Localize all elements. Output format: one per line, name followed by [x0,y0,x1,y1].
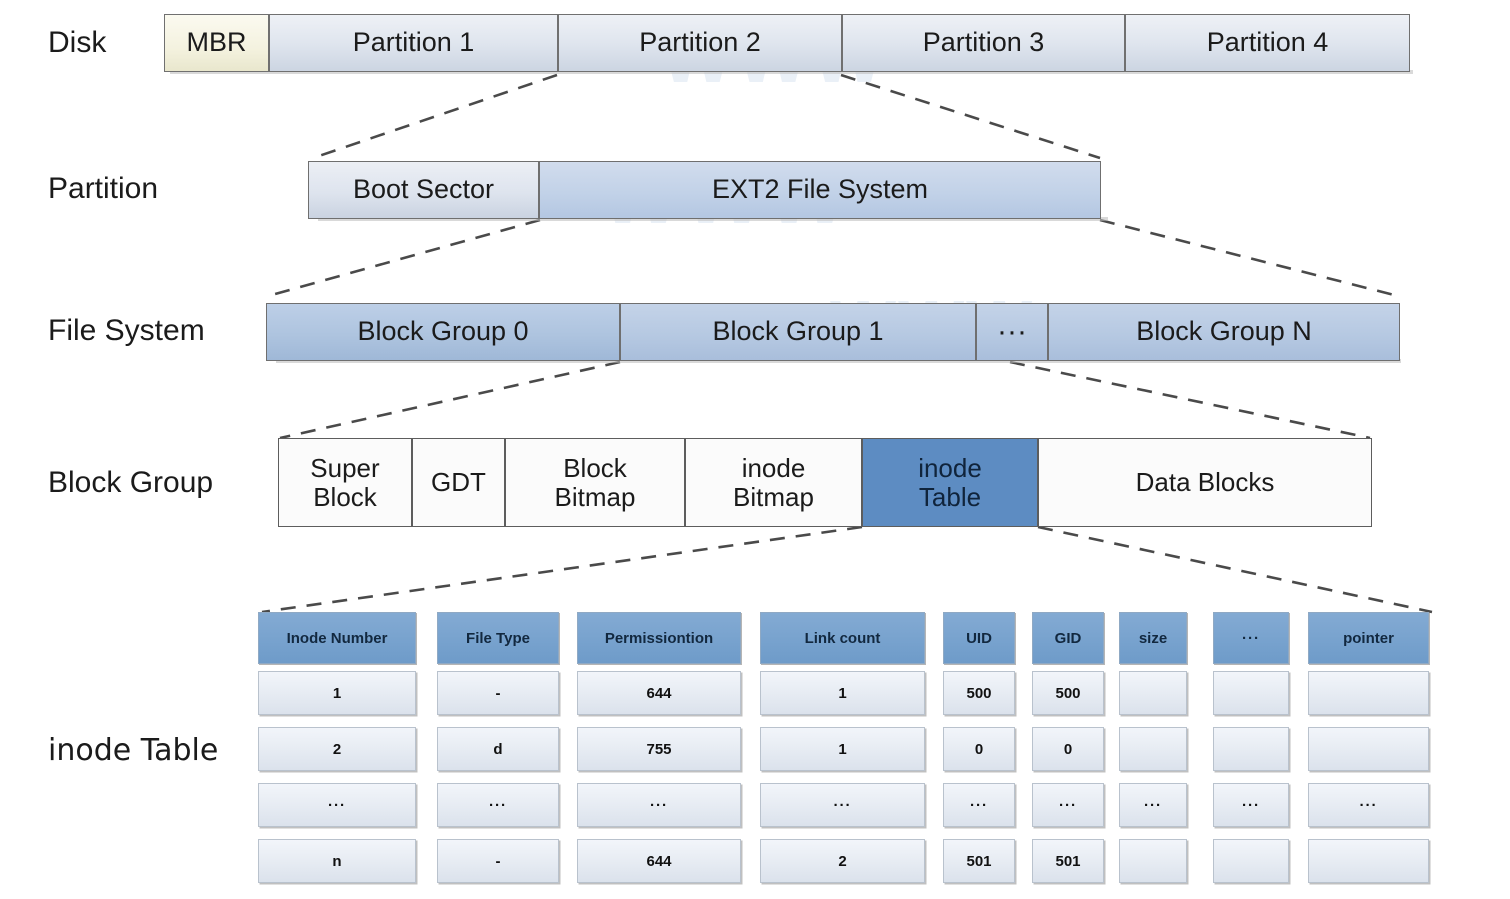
filesystem-cell-block-group-0[interactable]: Block Group 0 [266,303,620,361]
blockgroup-cell-inode-bitmap[interactable]: inode Bitmap [685,438,862,527]
cell-line-2: Bitmap [554,481,636,512]
inode-table-cell[interactable]: ··· [1119,783,1187,827]
inode-table-cell[interactable] [1119,671,1187,715]
inode-table-cell[interactable] [1308,839,1429,883]
inode-table-cell[interactable]: ··· [1213,783,1289,827]
disk-cell-partition-3[interactable]: Partition 3 [842,14,1125,72]
inode-table-cell[interactable]: - [437,671,559,715]
inode-table-cell[interactable]: ··· [1308,783,1429,827]
blockgroup-cell-inode-table[interactable]: inode Table [862,438,1038,527]
cell-line-1: GDT [431,467,486,498]
inode-table-header-uid[interactable]: UID [943,612,1015,664]
inode-table-cell[interactable]: ··· [258,783,416,827]
cell-line-1: Block [563,453,627,484]
inode-table-cell[interactable]: 755 [577,727,741,771]
inode-table-cell[interactable] [1308,671,1429,715]
inode-table-cell[interactable]: ··· [577,783,741,827]
inode-table-cell[interactable] [1213,839,1289,883]
row-label-partition: Partition [48,172,159,205]
inode-table-cell[interactable]: 0 [943,727,1015,771]
inode-table-cell[interactable]: 644 [577,839,741,883]
inode-table-cell[interactable]: 2 [258,727,416,771]
inode-table-cell[interactable]: 644 [577,671,741,715]
inode-table-cell[interactable] [1119,839,1187,883]
cell-line-1: Data Blocks [1135,467,1275,498]
row-label-file-system: File System [48,314,205,347]
inode-table-cell[interactable]: 2 [760,839,925,883]
disk-cell-partition-1[interactable]: Partition 1 [269,14,558,72]
filesystem-cell-block-group-n[interactable]: Block Group N [1048,303,1400,361]
cell-line-1: Super [310,453,380,484]
cell-line-1: inode [741,453,806,484]
disk-cell-mbr[interactable]: MBR [164,14,269,72]
inode-table-header-size[interactable]: size [1119,612,1187,664]
partition-cell-ext2-file-system[interactable]: EXT2 File System [539,161,1101,219]
filesystem-cell-block-group-1[interactable]: Block Group 1 [620,303,976,361]
inode-table-cell[interactable]: d [437,727,559,771]
cell-line-2: Table [918,481,982,512]
inode-table-cell[interactable]: ··· [437,783,559,827]
inode-table-cell[interactable]: - [437,839,559,883]
inode-table-cell[interactable]: ··· [760,783,925,827]
inode-table-cell[interactable]: n [258,839,416,883]
inode-table-cell[interactable]: 1 [760,671,925,715]
inode-table-cell[interactable]: ··· [1032,783,1104,827]
inode-table-cell[interactable] [1213,671,1289,715]
inode-table-header-gid[interactable]: GID [1032,612,1104,664]
blockgroup-cell-block-bitmap[interactable]: Block Bitmap [505,438,685,527]
filesystem-cell-ellipsis: ··· [976,303,1048,361]
row-label-disk: Disk [48,26,107,59]
inode-table-cell[interactable] [1119,727,1187,771]
cell-line-2: Bitmap [733,481,814,512]
inode-table-cell[interactable]: 1 [760,727,925,771]
inode-table-cell[interactable]: 1 [258,671,416,715]
inode-table-header-inode-number[interactable]: Inode Number [258,612,416,664]
cell-line-1: inode [918,453,982,484]
disk-cell-partition-4[interactable]: Partition 4 [1125,14,1410,72]
blockgroup-cell-data-blocks[interactable]: Data Blocks [1038,438,1372,527]
inode-table-header-permissiontion[interactable]: Permissiontion [577,612,741,664]
disk-cell-partition-2[interactable]: Partition 2 [558,14,842,72]
row-label-inode-table: inode Table [48,733,219,768]
inode-table-cell[interactable]: 500 [1032,671,1104,715]
inode-table-header-ellipsis[interactable]: ··· [1213,612,1289,664]
inode-table-cell[interactable] [1308,727,1429,771]
inode-table-cell[interactable]: 501 [1032,839,1104,883]
inode-table-cell[interactable] [1213,727,1289,771]
inode-table-header-pointer[interactable]: pointer [1308,612,1429,664]
cell-line-2: Block [313,481,377,512]
inode-table-header-file-type[interactable]: File Type [437,612,559,664]
blockgroup-cell-super-block[interactable]: Super Block [278,438,412,527]
inode-table-cell[interactable]: 500 [943,671,1015,715]
blockgroup-cell-gdt[interactable]: GDT [412,438,505,527]
inode-table-cell[interactable]: 501 [943,839,1015,883]
row-label-block-group: Block Group [48,466,214,499]
inode-table-cell[interactable]: 0 [1032,727,1104,771]
partition-cell-boot-sector[interactable]: Boot Sector [308,161,539,219]
inode-table-header-link-count[interactable]: Link count [760,612,925,664]
partition-bar-shadow [318,217,1108,221]
inode-table-cell[interactable]: ··· [943,783,1015,827]
filesystem-bar-shadow [276,359,1401,363]
disk-bar-shadow [170,70,1413,74]
